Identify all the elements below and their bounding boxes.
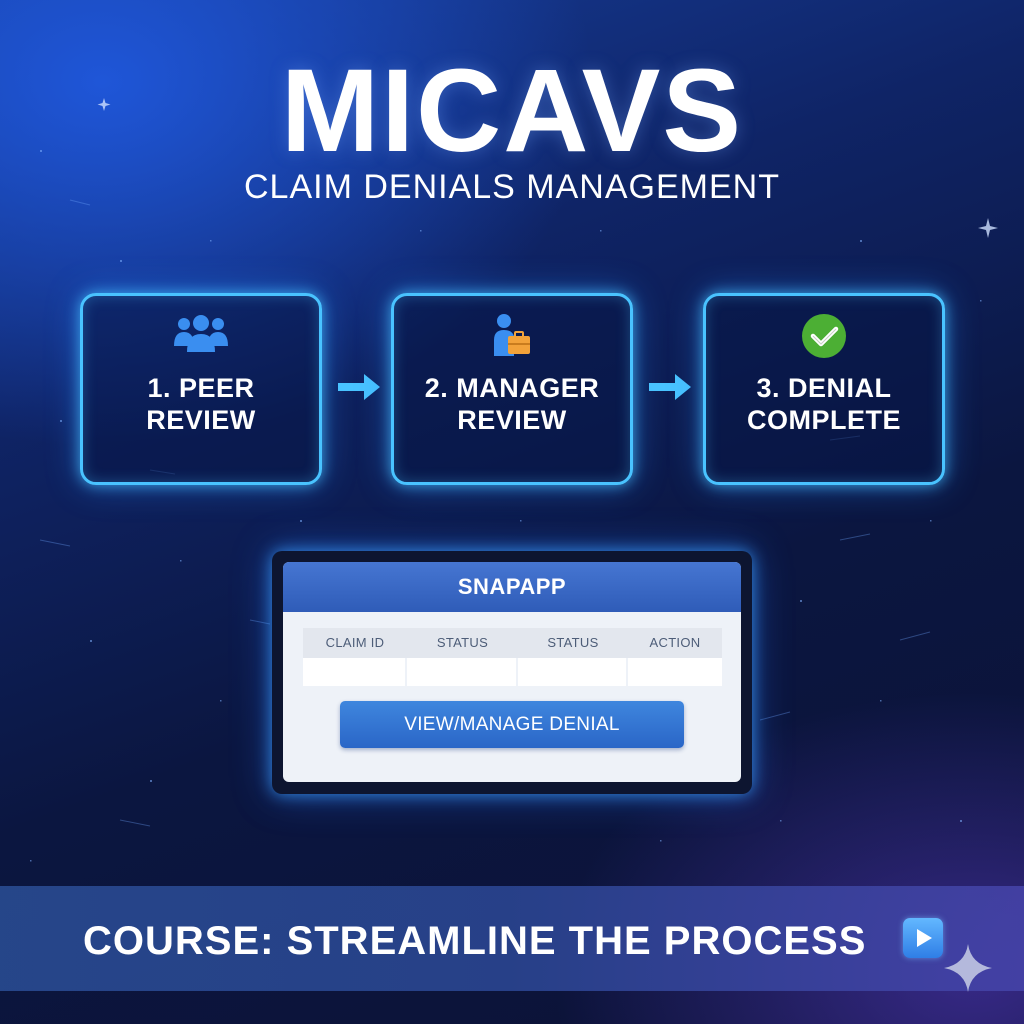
workflow-step-manager-review: 2. MANAGER REVIEW	[391, 293, 633, 485]
manager-briefcase-icon	[394, 312, 630, 362]
workflow-step-denial-complete: 3. DENIAL COMPLETE	[703, 293, 945, 485]
arrow-right-icon	[338, 374, 380, 400]
view-manage-denial-button[interactable]: VIEW/MANAGE DENIAL	[340, 701, 684, 748]
window-title: SNAPAPP	[283, 562, 741, 612]
step-label: 1. PEER REVIEW	[146, 373, 256, 435]
snapapp-window: SNAPAPP CLAIM ID STATUS STATUS ACTION VI…	[283, 562, 741, 782]
users-group-icon	[83, 312, 319, 362]
step-label: 2. MANAGER REVIEW	[424, 373, 600, 435]
page-subtitle: Claim Denials Management	[244, 168, 780, 206]
claims-table: CLAIM ID STATUS STATUS ACTION	[303, 628, 722, 686]
play-icon[interactable]	[903, 918, 943, 958]
step-label: 3. DENIAL COMPLETE	[746, 373, 901, 435]
course-banner-text: COURSE: STREAMLINE THE PROCESS	[83, 919, 867, 963]
sparkle-icon	[944, 944, 992, 992]
course-banner	[0, 886, 1024, 991]
table-header-row: CLAIM ID STATUS STATUS ACTION	[303, 628, 722, 658]
column-header-status-2[interactable]: STATUS	[547, 635, 599, 650]
check-circle-icon	[706, 312, 942, 362]
table-cell	[518, 658, 626, 686]
table-row[interactable]	[303, 658, 722, 686]
arrow-right-icon	[649, 374, 691, 400]
column-header-action[interactable]: ACTION	[649, 635, 701, 650]
table-cell	[628, 658, 722, 686]
column-header-status[interactable]: STATUS	[436, 635, 489, 650]
table-cell	[303, 658, 405, 686]
page-title: MICAVS	[280, 45, 744, 177]
column-header-claim-id[interactable]: CLAIM ID	[325, 635, 385, 650]
workflow-step-peer-review: 1. PEER REVIEW	[80, 293, 322, 485]
table-cell	[407, 658, 516, 686]
